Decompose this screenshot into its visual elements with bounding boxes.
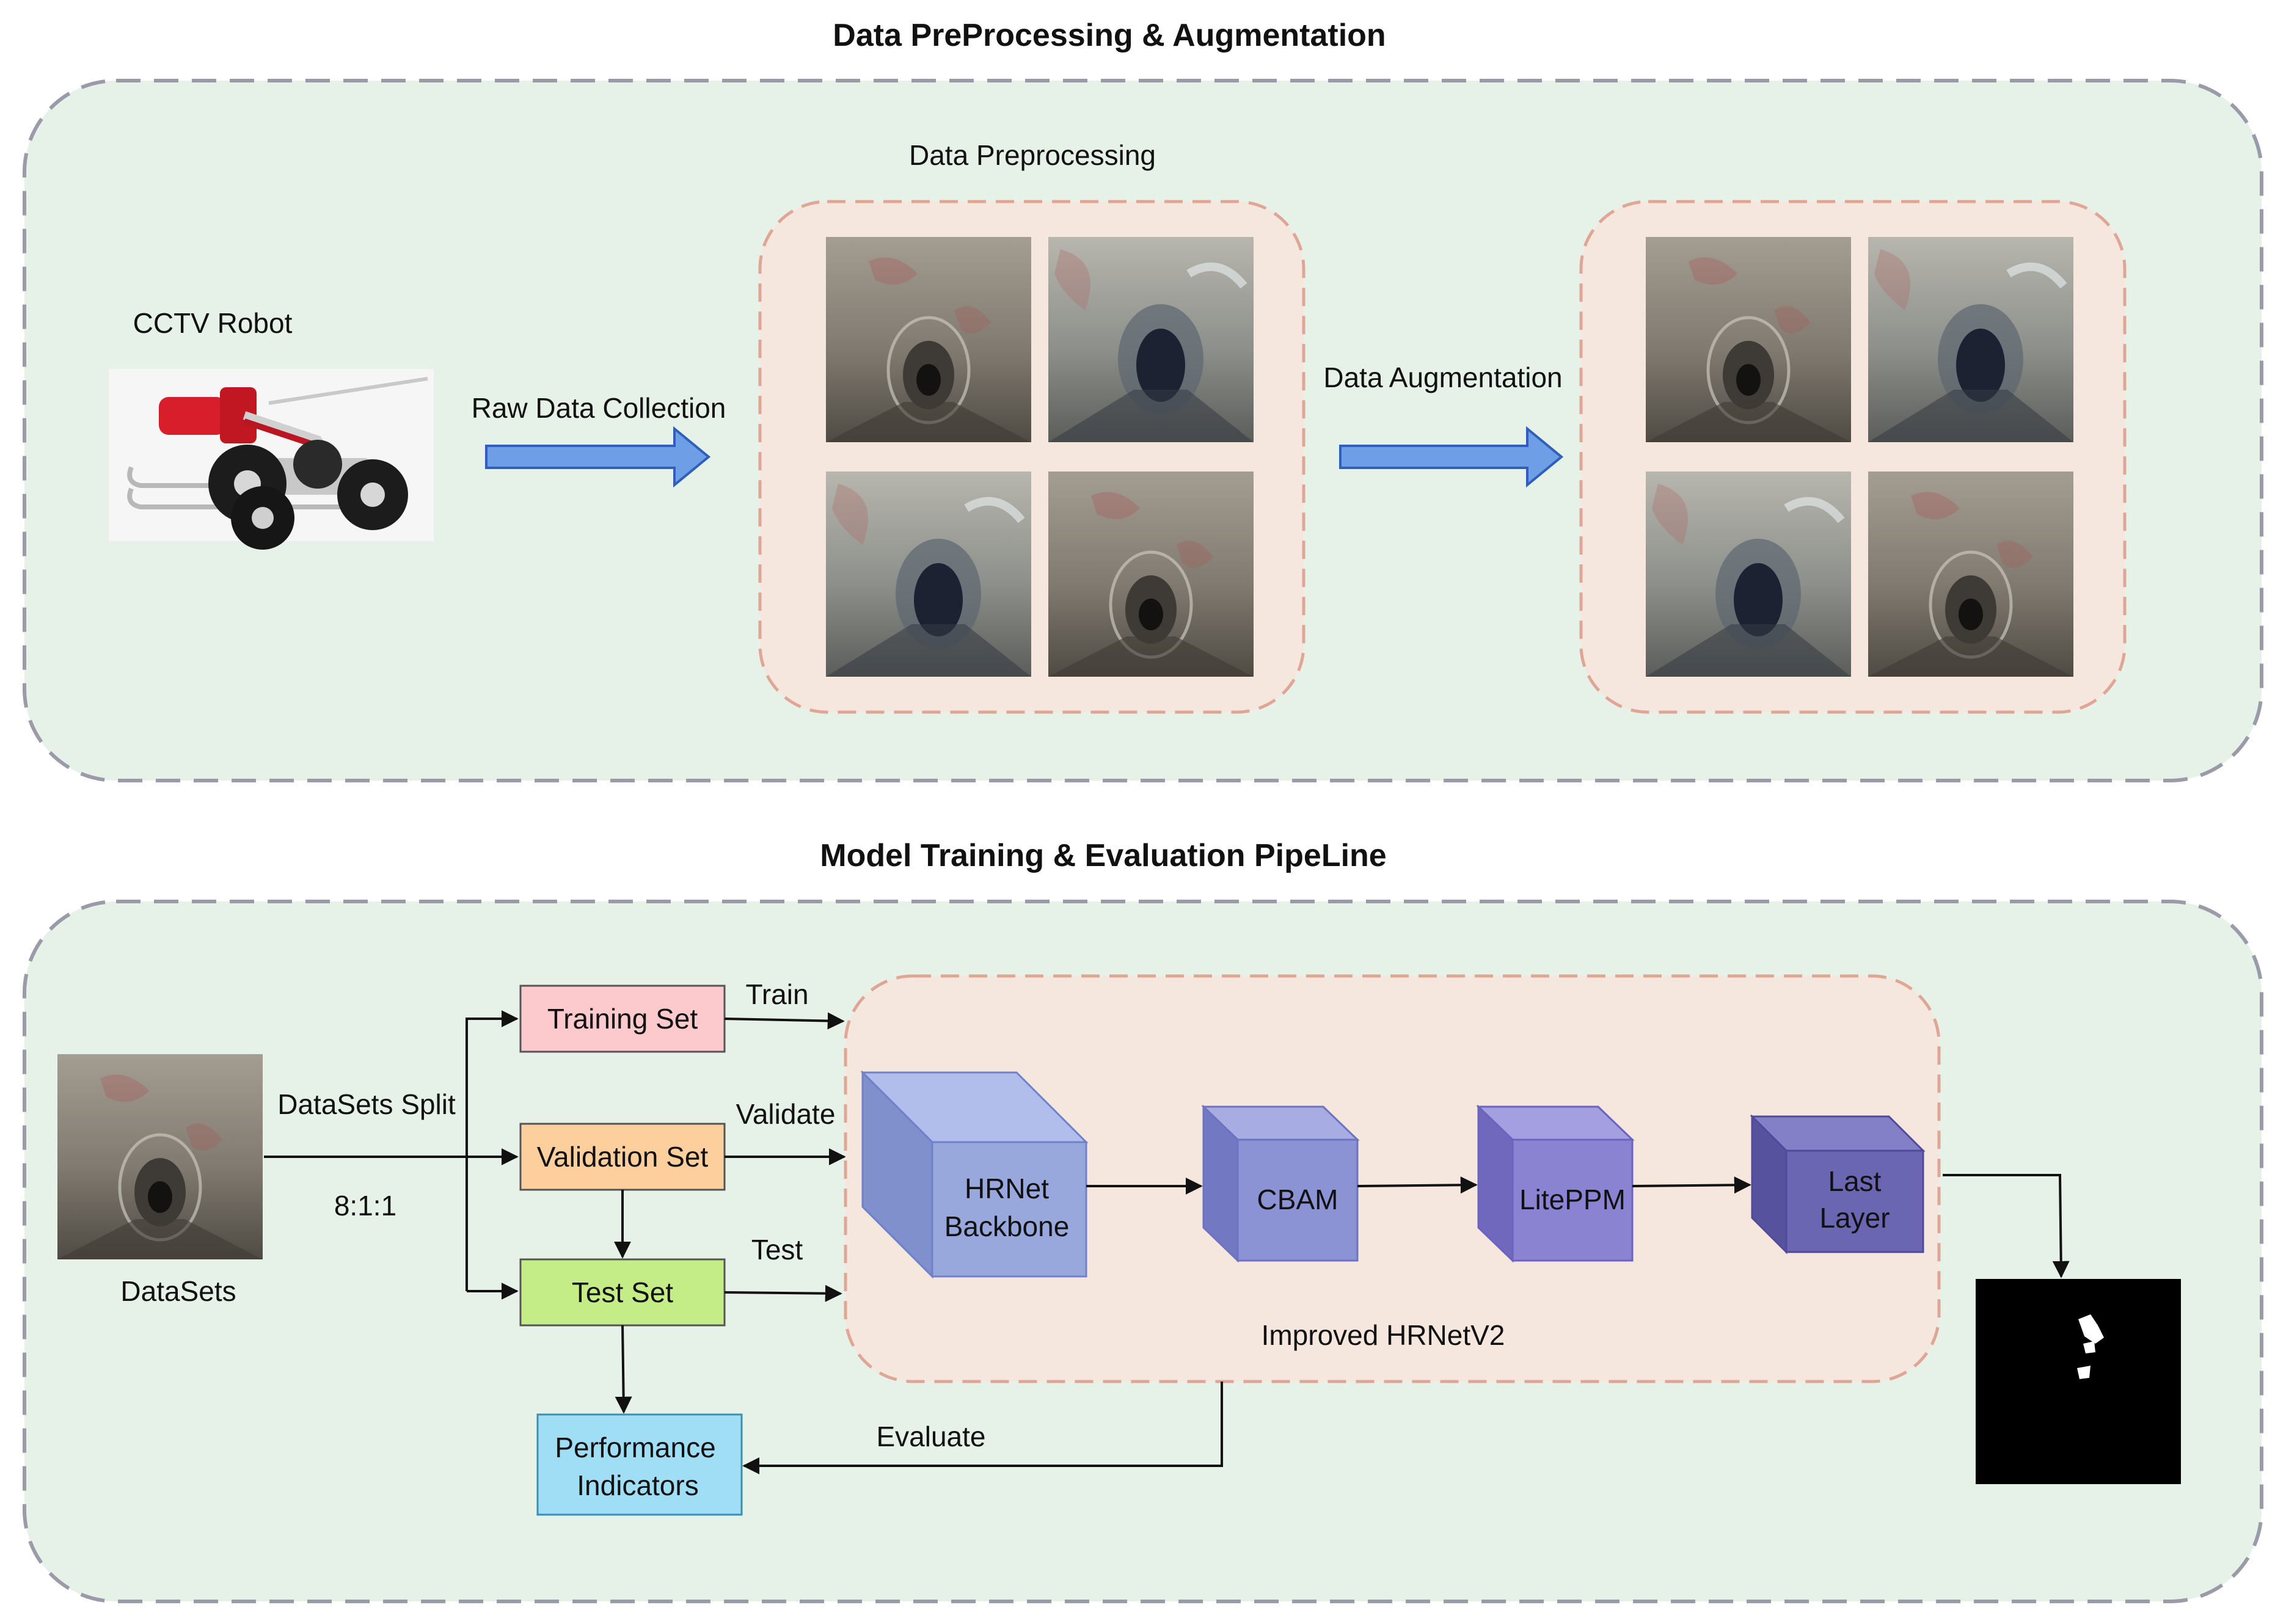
training-set-box — [519, 985, 726, 1053]
evaluate-label: Evaluate — [876, 1421, 985, 1452]
test-set-box — [519, 1258, 726, 1327]
dataset-image — [57, 1054, 263, 1259]
hrnet-block — [860, 1070, 1089, 1279]
performance-label-line1: Performance — [555, 1432, 715, 1463]
preprocess-image-3 — [826, 472, 1031, 677]
cctv-robot-image — [109, 369, 434, 550]
raw-data-label: Raw Data Collection — [472, 392, 726, 424]
test-label: Test — [751, 1234, 803, 1265]
evaluate-arrow — [742, 1382, 1223, 1474]
augment-image-4 — [1868, 472, 2073, 677]
hrnet-label-line2: Backbone — [944, 1211, 1070, 1242]
split-ratio: 8:1:1 — [334, 1190, 396, 1222]
train-arrow — [724, 1012, 845, 1030]
performance-label-line2: Indicators — [577, 1469, 698, 1501]
cbam-label: CBAM — [1257, 1184, 1338, 1215]
liteppm-to-lastlayer-arrow — [1632, 1176, 1751, 1194]
cbam-to-liteppm-arrow — [1357, 1176, 1478, 1194]
augment-image-1 — [1646, 237, 1851, 442]
preprocess-image-2 — [1048, 237, 1254, 442]
train-label: Train — [745, 978, 808, 1010]
segmentation-mask-image — [1976, 1279, 2181, 1484]
augment-image-2 — [1868, 237, 2073, 442]
liteppm-label: LitePPM — [1519, 1184, 1626, 1215]
hrnet-label-line1: HRNet — [965, 1173, 1049, 1204]
model-group — [844, 974, 1941, 1383]
augment-image-3 — [1646, 472, 1851, 677]
bottom-panel-title: Model Training & Evaluation PipeLine — [820, 838, 1386, 873]
raw-data-arrow — [485, 426, 711, 488]
augment-arrow — [1339, 426, 1564, 488]
last-layer-label-line1: Last — [1828, 1165, 1882, 1197]
validation-set-label: Validation Set — [537, 1141, 709, 1173]
validate-label: Validate — [736, 1098, 836, 1130]
test-set-label: Test Set — [572, 1276, 673, 1308]
model-label: Improved HRNetV2 — [1262, 1319, 1505, 1351]
preprocess-image-1 — [826, 237, 1031, 442]
split-to-training — [466, 1010, 519, 1291]
test-arrow — [724, 1284, 842, 1302]
augment-label: Data Augmentation — [1323, 362, 1562, 393]
preprocess-label: Data Preprocessing — [909, 139, 1156, 171]
lastlayer-to-output-arrow — [1943, 1174, 2070, 1278]
test-to-performance — [615, 1325, 632, 1414]
robot-label: CCTV Robot — [133, 307, 293, 339]
last-layer-block — [1750, 1114, 1926, 1254]
performance-box — [536, 1413, 743, 1516]
top-panel-title: Data PreProcessing & Augmentation — [833, 18, 1386, 53]
training-set-label: Training Set — [547, 1003, 698, 1035]
datasets-label: DataSets — [120, 1275, 236, 1307]
preprocess-image-4 — [1048, 472, 1254, 677]
last-layer-label-line2: Layer — [1819, 1202, 1890, 1234]
cbam-block — [1201, 1104, 1360, 1263]
liteppm-block — [1476, 1104, 1635, 1263]
split-label: DataSets Split — [277, 1088, 456, 1120]
